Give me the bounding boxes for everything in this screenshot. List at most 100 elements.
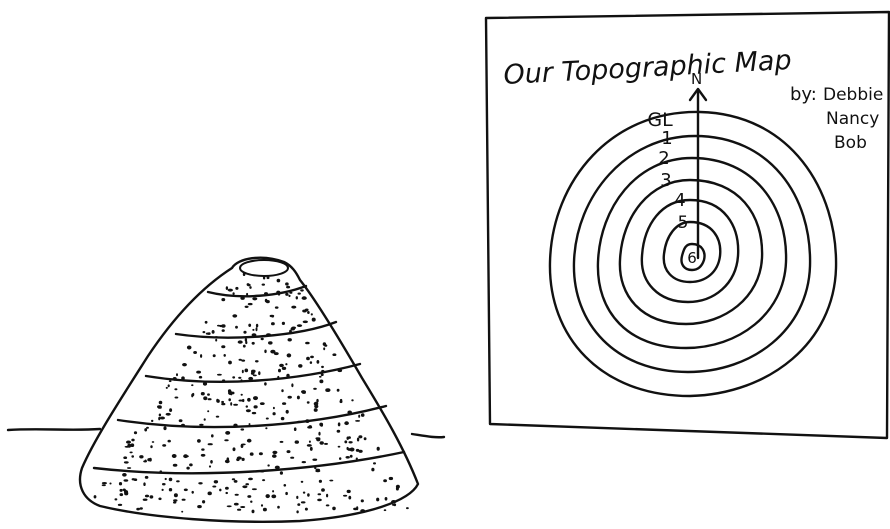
stipple-dot (123, 456, 128, 460)
mountain-band (92, 450, 406, 475)
stipple-dot (219, 324, 223, 328)
north-arrow: N (688, 70, 708, 260)
stipple-dot (312, 458, 318, 461)
stipple-dot (351, 399, 354, 402)
stipple-dot (291, 326, 297, 330)
stipple-dot (142, 498, 148, 501)
stipple-dot (250, 371, 255, 375)
ground-line (6, 427, 102, 432)
stipple-dot (242, 272, 246, 277)
stipple-dot (93, 495, 97, 499)
stipple-dot (347, 436, 351, 439)
stipple-dot (230, 402, 233, 406)
stipple-dot (264, 349, 267, 354)
stipple-dot (260, 504, 264, 507)
stipple-dot (181, 423, 185, 427)
stipple-dot (207, 393, 210, 396)
stipple-dot (181, 498, 186, 501)
stipple-dot (272, 490, 275, 493)
stipple-dot (146, 426, 149, 429)
stipple-dot (243, 330, 247, 334)
stipple-dot (324, 442, 328, 445)
stipple-dot (339, 457, 342, 460)
stipple-dot (360, 509, 366, 513)
stipple-dot (320, 373, 324, 377)
stipple-dot (191, 384, 194, 387)
stipple-dot (318, 375, 322, 378)
stipple-dot (384, 497, 388, 501)
stipple-dot (332, 506, 336, 511)
ground-line-right (410, 432, 446, 439)
stipple-dot (144, 428, 148, 432)
stipple-dot (225, 491, 228, 495)
stipple-dot (355, 420, 361, 422)
stipple-dot (321, 369, 325, 373)
stipple-dot (248, 376, 254, 381)
stipple-dot (211, 330, 215, 334)
stipple-dot (277, 375, 280, 380)
stipple-dot (326, 493, 329, 498)
stipple-dot (297, 292, 301, 295)
stipple-dot (129, 451, 133, 454)
stipple-dot (150, 445, 153, 449)
stipple-dot (114, 498, 118, 501)
contour-label-3: 3 (660, 170, 671, 191)
stipple-dot (313, 408, 318, 412)
stipple-dot (240, 393, 243, 396)
stipple-dot (250, 500, 253, 503)
stipple-dot (319, 441, 324, 445)
stipple-dot (161, 488, 164, 491)
stipple-dot (151, 419, 154, 423)
stipple-dot (159, 416, 165, 420)
stipple-dot (246, 438, 252, 443)
stipple-dot (281, 389, 284, 393)
stipple-dot (356, 437, 360, 442)
stipple-dot (383, 509, 387, 512)
stipple-dot (176, 373, 178, 377)
stipple-dot (216, 398, 219, 403)
contour-ring-3 (618, 178, 764, 326)
stipple-dot (252, 328, 255, 331)
stipple-dot (198, 375, 203, 379)
stipple-dot (302, 491, 306, 494)
stipple-dot (189, 463, 193, 467)
stipple-dot (173, 493, 178, 498)
stipple-dot (307, 311, 310, 314)
stipple-dot (258, 452, 263, 456)
stipple-dot (181, 376, 185, 381)
stipple-dot (249, 452, 254, 456)
stipple-dot (247, 302, 253, 306)
stipple-dot (222, 379, 226, 382)
stipple-dot (302, 320, 308, 324)
stipple-dot (118, 482, 123, 486)
contour-ring-6 (680, 242, 706, 272)
stipple-dot (221, 324, 226, 328)
stipple-dot (265, 417, 269, 420)
stipple-dot (395, 486, 399, 491)
authors-prefix: by: (790, 84, 817, 105)
stipple-dot (221, 400, 225, 404)
stipple-dot (336, 429, 341, 433)
stipple-dot (225, 486, 229, 490)
stipple-dot (235, 286, 239, 290)
stipple-dot (215, 415, 220, 418)
stipple-dot (245, 483, 249, 486)
contour-labels: GL 1 2 3 4 5 6 (647, 109, 696, 267)
stipple-dot (355, 448, 360, 452)
stipple-dot (202, 500, 206, 504)
stipple-dot (290, 456, 295, 459)
stipple-dot (298, 364, 303, 368)
stipple-dot (136, 507, 140, 511)
stipple-dot (133, 431, 138, 435)
stipple-dot (242, 398, 245, 403)
stipple-dot (217, 373, 222, 376)
stipple-dot (358, 435, 363, 439)
stipple-dot (392, 503, 396, 506)
stipple-dot (406, 507, 409, 510)
stipple-dot (158, 413, 162, 417)
stipple-dot (305, 419, 310, 423)
stipple-dot (143, 482, 146, 487)
stipple-dot (174, 388, 178, 391)
stipple-dot (248, 423, 251, 426)
map-title: Our Topographic Map (503, 45, 793, 91)
